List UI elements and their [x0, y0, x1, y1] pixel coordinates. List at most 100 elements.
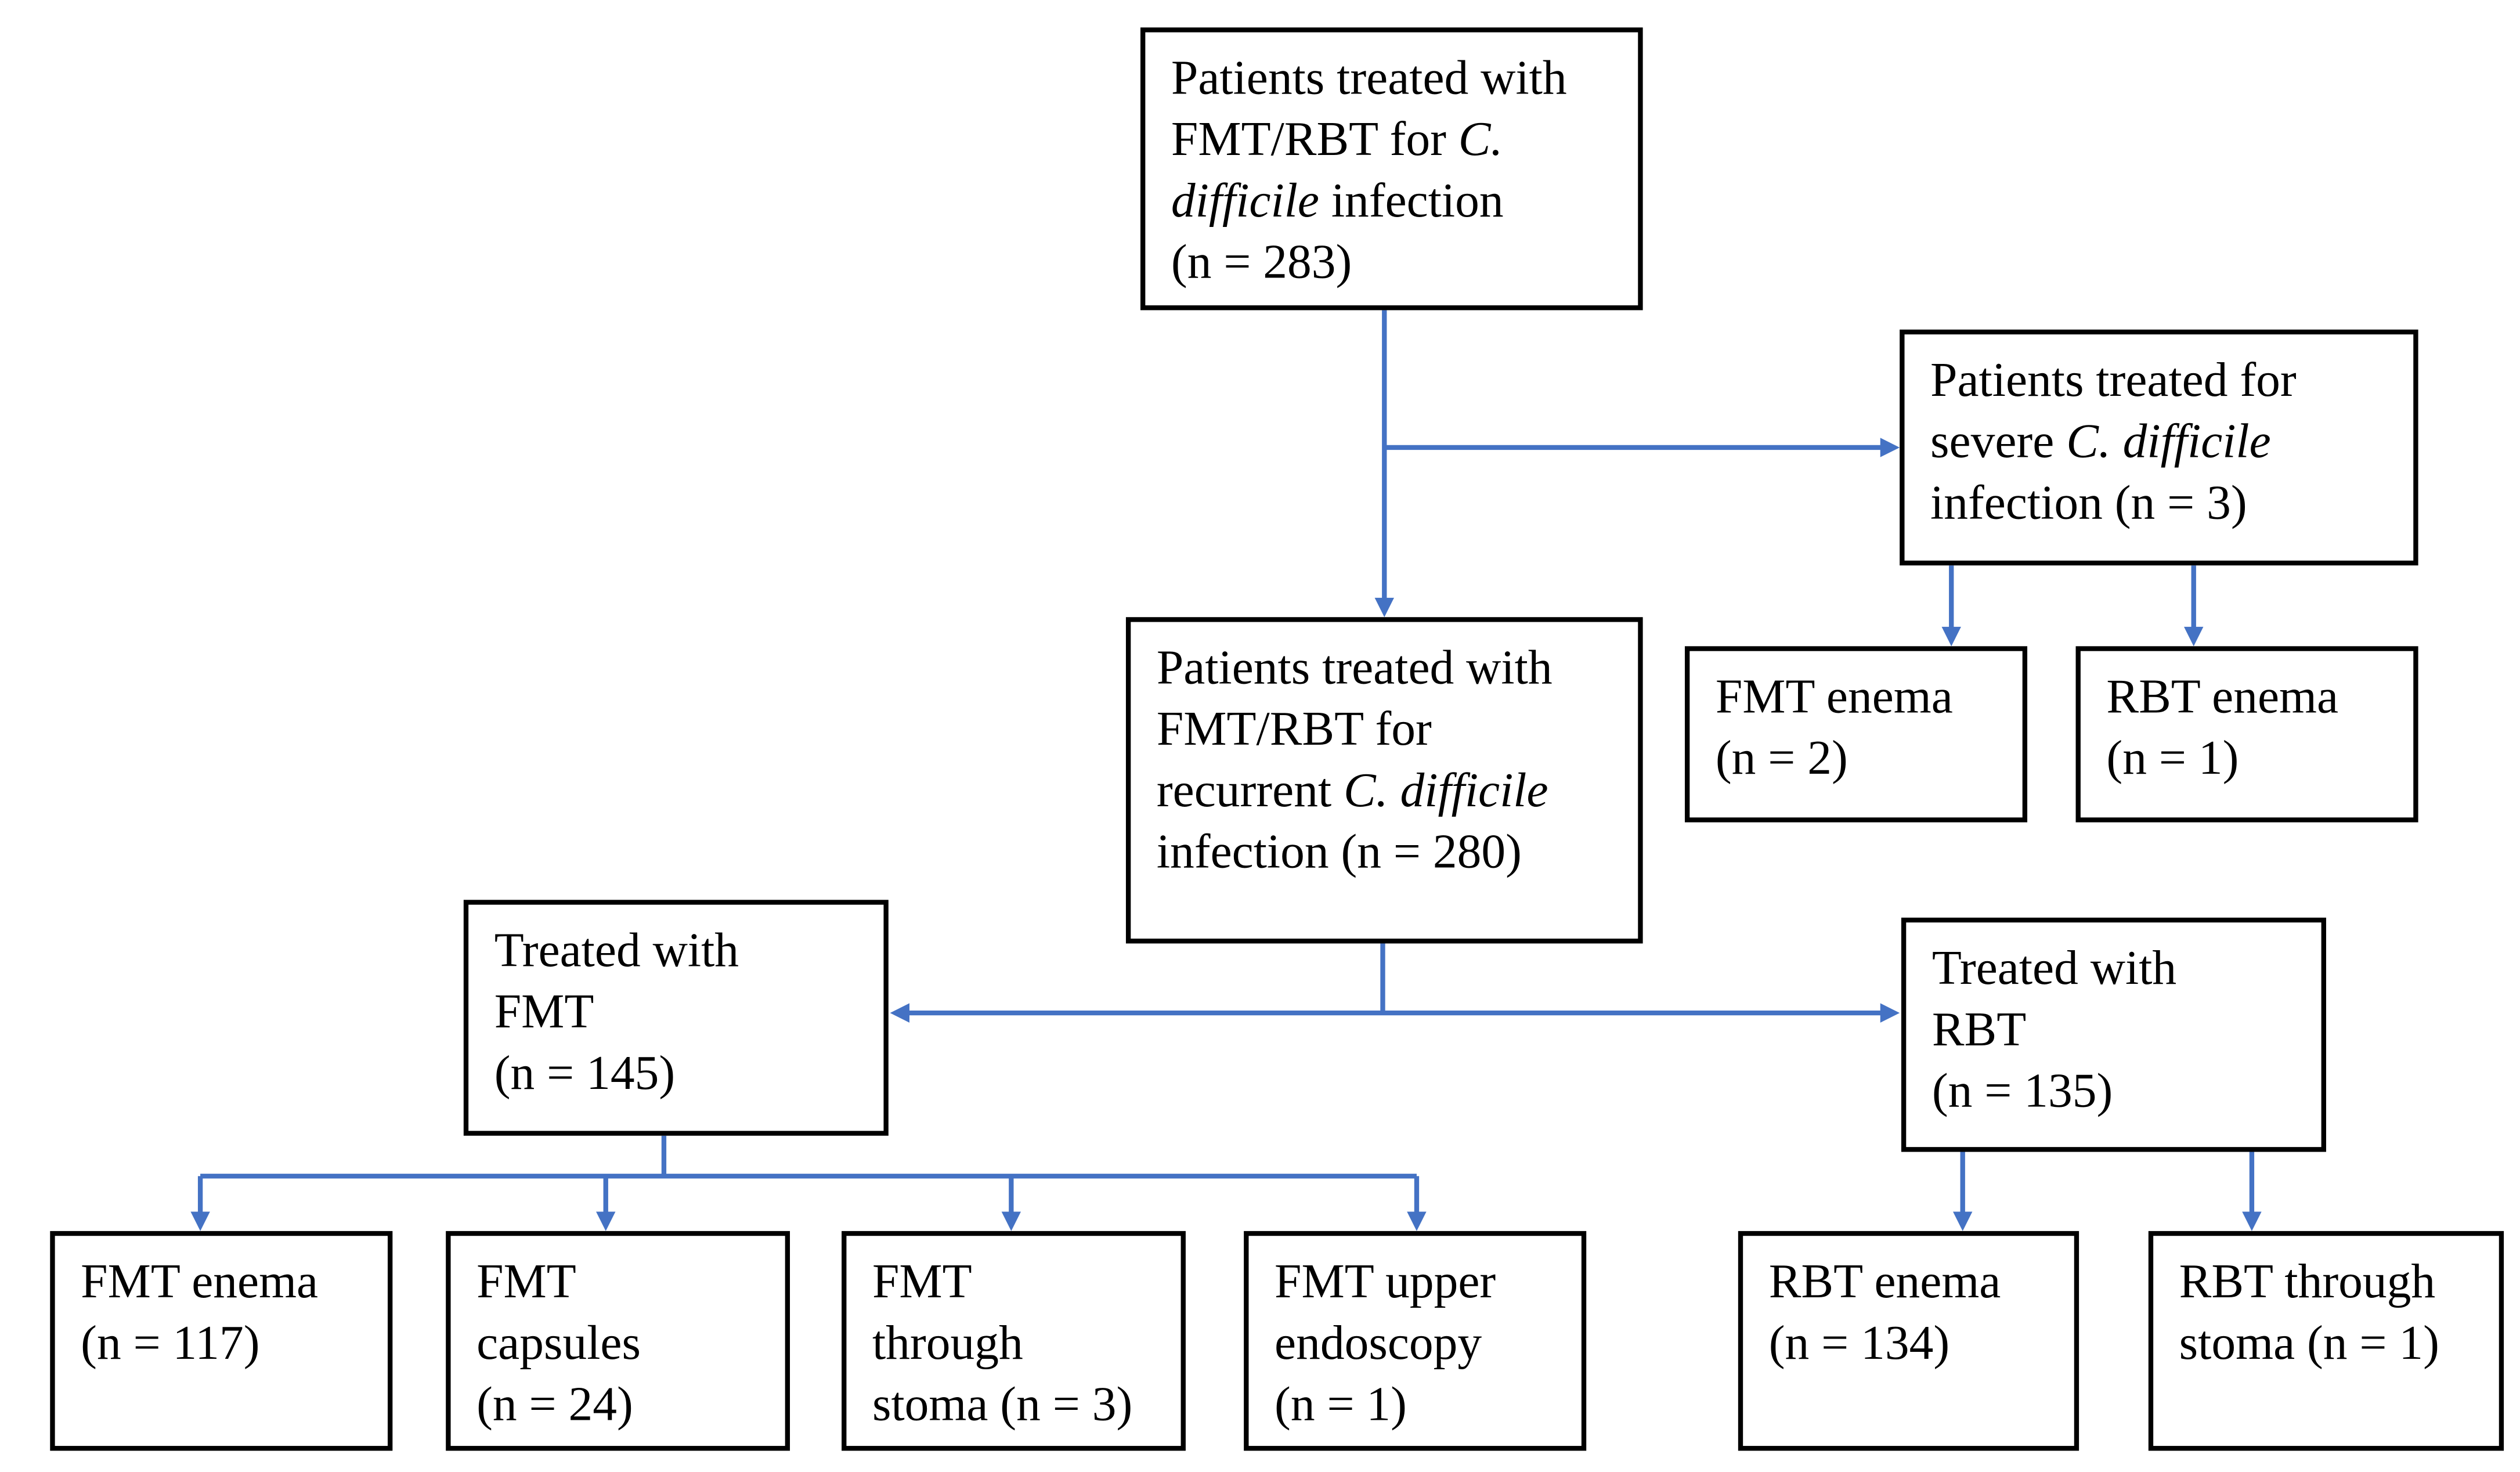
- box-line: (n = 283): [1171, 233, 1638, 294]
- box-line: RBT: [1932, 1000, 2322, 1062]
- text: infection (n = 3): [1930, 477, 2247, 530]
- box-fmt-stoma: FMT through stoma (n = 3): [842, 1231, 1186, 1451]
- text: (n = 145): [494, 1047, 676, 1101]
- box-line: recurrent C. difficile: [1157, 761, 1638, 822]
- box-line: (n = 1): [2106, 728, 2413, 790]
- text: (n = 117): [81, 1316, 260, 1370]
- text: through: [872, 1316, 1023, 1370]
- text: (n = 1): [1275, 1378, 1407, 1432]
- box-line: Patients treated for: [1930, 351, 2413, 412]
- text: FMT upper: [1275, 1255, 1496, 1309]
- arrowhead-icon: [190, 1211, 210, 1231]
- box-line: infection (n = 3): [1930, 474, 2413, 535]
- box-line: (n = 135): [1932, 1062, 2322, 1123]
- text: RBT enema: [1768, 1255, 2001, 1309]
- box-line: Treated with: [494, 921, 884, 982]
- box-fmt-upper-endoscopy: FMT upper endoscopy (n = 1): [1244, 1231, 1587, 1451]
- italic-text: difficile: [1171, 174, 1319, 228]
- arrowhead-icon: [1880, 438, 1900, 457]
- box-line: (n = 2): [1716, 728, 2023, 790]
- arrowhead-icon: [2242, 1211, 2262, 1231]
- text: (n = 24): [476, 1378, 633, 1432]
- box-line: infection (n = 280): [1157, 822, 1638, 884]
- italic-text: C.: [1458, 113, 1503, 167]
- box-line: stoma (n = 3): [872, 1375, 1181, 1437]
- box-line: through: [872, 1314, 1181, 1375]
- box-line: RBT enema: [2106, 668, 2413, 729]
- box-line: capsules: [476, 1314, 785, 1375]
- box-line: stoma (n = 1): [2179, 1314, 2499, 1375]
- text: infection: [1319, 174, 1504, 228]
- box-line: difficile infection: [1171, 171, 1638, 233]
- box-line: FMT enema: [1716, 668, 2023, 729]
- box-line: FMT upper: [1275, 1252, 1582, 1314]
- box-fmt-enema: FMT enema (n = 117): [50, 1231, 393, 1451]
- box-rbt-stoma: RBT through stoma (n = 1): [2148, 1231, 2504, 1451]
- arrowhead-icon: [1374, 597, 1394, 618]
- arrowhead-icon: [596, 1211, 616, 1231]
- box-line: severe C. difficile: [1930, 412, 2413, 474]
- text: RBT: [1931, 1003, 2027, 1057]
- text: (n = 2): [1715, 731, 1848, 785]
- arrowhead-icon: [1953, 1211, 1973, 1231]
- box-line: FMT: [494, 982, 884, 1044]
- text: Patients treated with: [1156, 641, 1553, 695]
- box-line: RBT enema: [1769, 1252, 2074, 1314]
- text: stoma (n = 3): [872, 1378, 1133, 1432]
- text: FMT: [476, 1255, 576, 1309]
- box-line: FMT enema: [81, 1252, 388, 1314]
- box-rbt-enema: RBT enema (n = 134): [1738, 1231, 2079, 1451]
- text: (n = 135): [1931, 1065, 2113, 1119]
- box-line: (n = 1): [1275, 1375, 1582, 1437]
- arrowhead-icon: [2184, 626, 2204, 647]
- box-line: Patients treated with: [1171, 48, 1638, 110]
- text: Treated with: [494, 924, 739, 977]
- box-severe-rbt-enema: RBT enema(n = 1): [2075, 646, 2418, 822]
- text: severe: [1930, 415, 2067, 469]
- box-line: (n = 24): [476, 1375, 785, 1437]
- arrowhead-icon: [1880, 1003, 1900, 1023]
- text: recurrent: [1156, 764, 1344, 818]
- box-line: (n = 117): [81, 1314, 388, 1375]
- box-line: FMT/RBT for C.: [1171, 110, 1638, 171]
- box-line: endoscopy: [1275, 1314, 1582, 1375]
- text: Patients treated with: [1171, 52, 1567, 105]
- text: FMT: [494, 985, 594, 1039]
- box-severe-fmt-enema: FMT enema (n = 2): [1684, 646, 2028, 822]
- text: infection (n = 280): [1156, 825, 1522, 879]
- box-line: Treated with: [1932, 939, 2322, 1000]
- arrowhead-icon: [1001, 1211, 1021, 1231]
- text: Treated with: [1931, 941, 2177, 995]
- text: Patients treated for: [1930, 353, 2297, 407]
- text: FMT/RBT for: [1171, 113, 1458, 167]
- text: endoscopy: [1275, 1316, 1482, 1370]
- box-line: FMT: [476, 1252, 785, 1314]
- text: capsules: [476, 1316, 641, 1370]
- arrowhead-icon: [1407, 1211, 1427, 1231]
- text: FMT enema: [81, 1255, 319, 1309]
- box-line: FMT: [872, 1252, 1181, 1314]
- italic-text: C. difficile: [2066, 415, 2271, 469]
- box-line: Patients treated with: [1157, 638, 1638, 699]
- box-fmt-capsules: FMT capsules (n = 24): [446, 1231, 790, 1451]
- box-line: (n = 145): [494, 1044, 884, 1105]
- text: FMT/RBT for: [1156, 702, 1432, 756]
- text: FMT: [872, 1255, 972, 1309]
- box-line: FMT/RBT for: [1157, 699, 1638, 761]
- box-line: (n = 134): [1769, 1314, 2074, 1375]
- arrowhead-icon: [1941, 626, 1961, 647]
- text: (n = 1): [2106, 731, 2239, 785]
- text: stoma (n = 1): [2179, 1316, 2439, 1370]
- italic-text: C. difficile: [1344, 764, 1548, 818]
- text: (n = 283): [1171, 236, 1352, 290]
- text: (n = 134): [1768, 1316, 1950, 1370]
- box-line: RBT through: [2179, 1252, 2499, 1314]
- text: RBT through: [2179, 1255, 2436, 1309]
- text: FMT enema: [1715, 670, 1953, 724]
